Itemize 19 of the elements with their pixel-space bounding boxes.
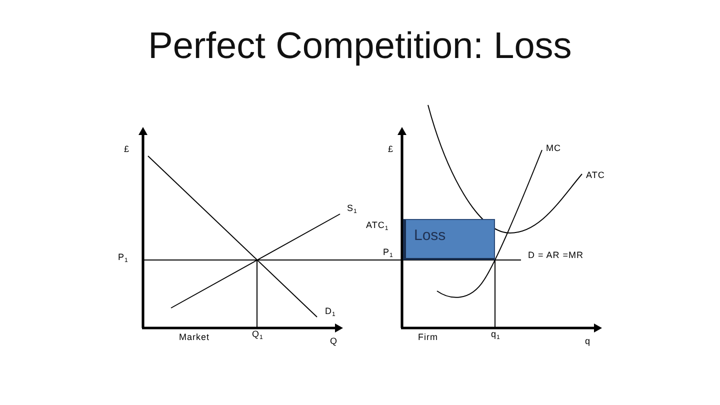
quantity-label: q$_{1}$ xyxy=(491,330,500,339)
loss-label: Loss xyxy=(414,228,446,244)
curve-label: S$_{1}$ xyxy=(347,204,358,213)
axis-label: £ xyxy=(388,145,394,154)
loss-area xyxy=(403,219,495,260)
panel-label: Firm xyxy=(418,333,438,342)
curve-label: ATC xyxy=(586,171,605,180)
quantity-label: Q$_{1}$ xyxy=(252,330,264,339)
price-label: P$_{1}$ xyxy=(118,253,128,262)
slide-title: Perfect Competition: Loss xyxy=(147,24,573,68)
curve-label: D$_{1}$ xyxy=(325,307,336,316)
axis-label: £ xyxy=(124,145,130,154)
axis-label: Q xyxy=(330,337,338,346)
curve-label: D = AR =MR xyxy=(528,251,584,260)
curve-label: MC xyxy=(546,144,561,153)
price-label: P$_{1}$ xyxy=(383,248,394,257)
axis-label: q xyxy=(585,337,591,346)
panel-label: Market xyxy=(179,333,210,342)
price-label: ATC$_{1}$ xyxy=(366,221,389,230)
